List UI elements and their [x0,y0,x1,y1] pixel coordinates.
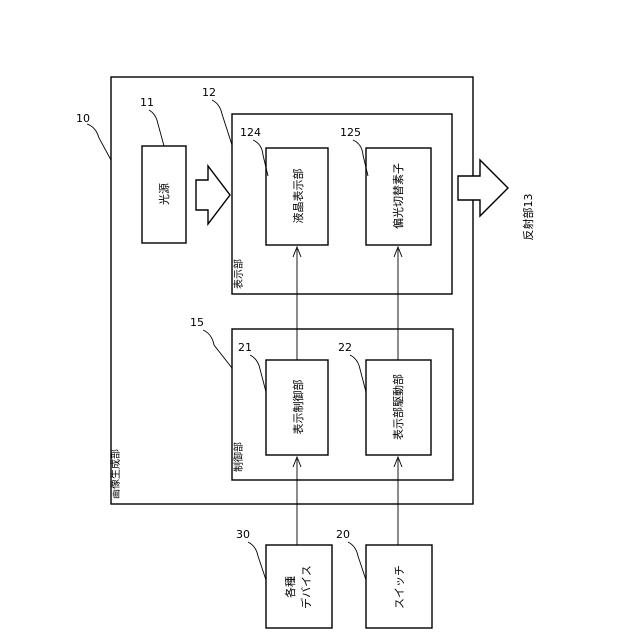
leader-20 [348,542,366,580]
leader-15 [203,330,232,368]
ref-12: 12 [202,86,216,99]
devices-label-1: 各種 [283,576,297,598]
output-arrow-icon [458,160,508,216]
ref-20: 20 [336,528,350,541]
devices-label-2: デバイス [299,565,313,609]
lcd-label: 液晶表示部 [291,169,305,224]
ref-125: 125 [340,126,361,139]
ref-11: 11 [140,96,154,109]
display-unit-label: 表示部 [232,259,245,289]
ref-124: 124 [240,126,261,139]
polarization-label: 偏光切替素子 [391,163,405,229]
light-source-label: 光源 [157,183,171,205]
light-arrow-icon [196,166,230,224]
display-controller-label: 表示制御部 [291,380,305,435]
ref-21: 21 [238,341,252,354]
ref-22: 22 [338,341,352,354]
leader-12 [212,100,232,145]
ref-10: 10 [76,112,90,125]
devices-box [266,545,332,628]
ref-15: 15 [190,316,204,329]
reflector-label: 反射部13 [521,194,535,241]
display-driver-label: 表示部駆動部 [391,374,405,440]
leader-30 [248,542,266,580]
leader-11 [149,110,164,146]
leader-21 [250,355,266,392]
switch-label: スイッチ [393,565,406,609]
ref-30: 30 [236,528,250,541]
leader-10 [87,124,111,160]
controller-label: 制御部 [232,442,245,472]
leader-22 [350,355,366,392]
image-generator-label: 画像生成部 [109,449,122,499]
